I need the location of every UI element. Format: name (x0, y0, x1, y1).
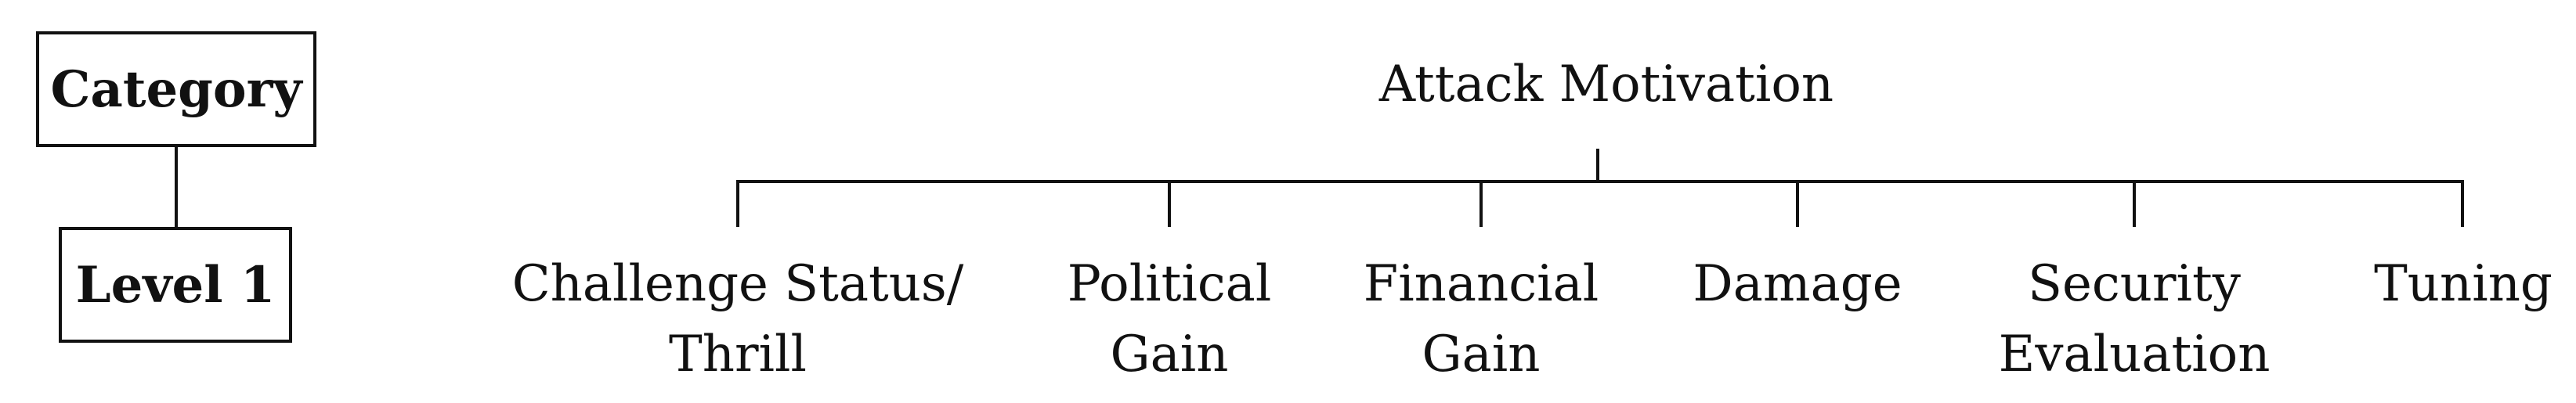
leaf-line1: Political (1067, 255, 1272, 313)
legend-level1-label: Level 1 (75, 255, 276, 315)
leaf-line2: Evaluation (1998, 326, 2271, 383)
leaf-line1: Security (2028, 255, 2241, 313)
leaf-node: Political Gain (1044, 249, 1295, 390)
leaf-line2: Thrill (669, 326, 807, 383)
leaf-line1: Damage (1693, 255, 1902, 313)
legend-category-label: Category (50, 59, 302, 119)
legend-category-box: Category (36, 31, 316, 147)
leaf-line1: Challenge Status/ (511, 255, 964, 313)
root-node-label: Attack Motivation (1378, 56, 1834, 113)
legend-level1-box: Level 1 (59, 227, 292, 343)
leaf-node: Challenge Status/ Thrill (495, 249, 981, 390)
leaf-line2: Gain (1110, 326, 1229, 383)
leaf-line1: Financial (1363, 255, 1599, 313)
leaf-line1: Tuning (2374, 255, 2553, 313)
leaf-line2: Gain (1422, 326, 1541, 383)
leaf-node: Security Evaluation (1982, 249, 2287, 390)
leaf-node: Damage (1664, 249, 1931, 319)
leaf-node: Financial Gain (1348, 249, 1614, 390)
leaf-node: Tuning (2354, 249, 2573, 319)
